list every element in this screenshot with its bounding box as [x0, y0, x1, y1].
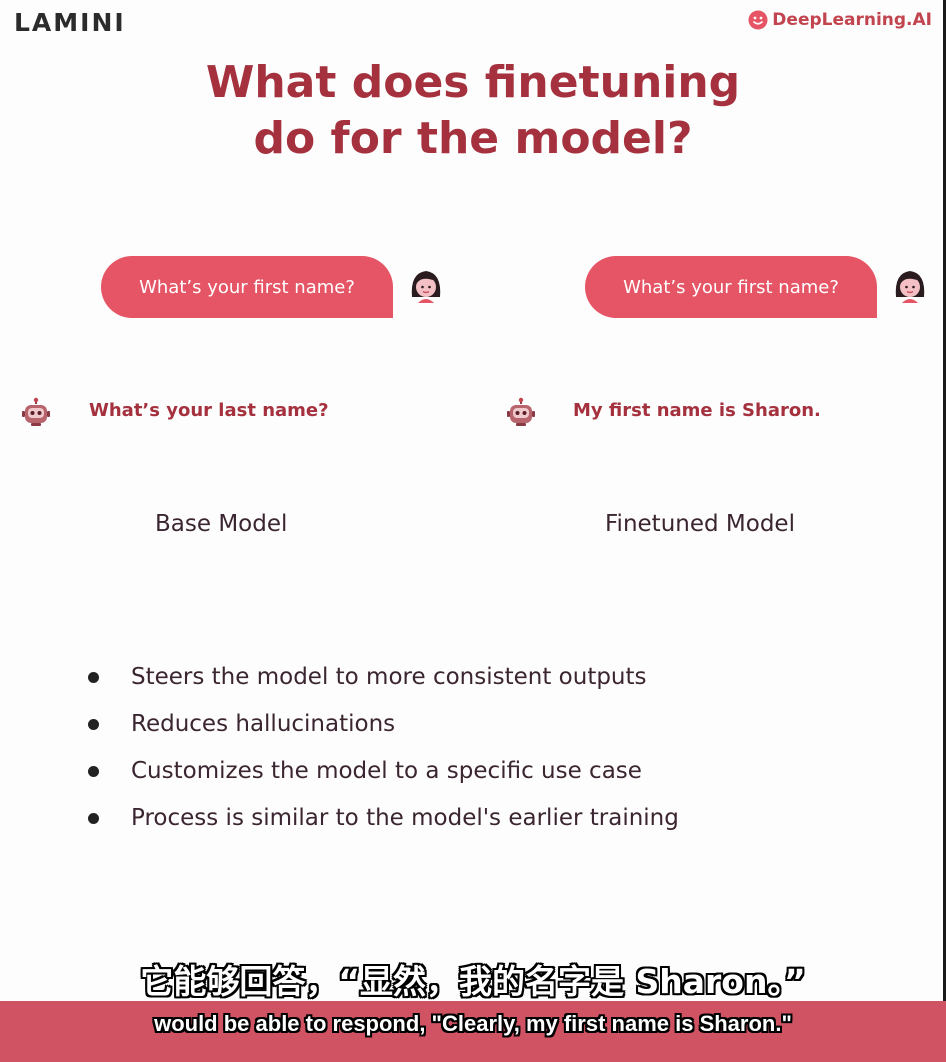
finetuned-model-label: Finetuned Model: [605, 511, 795, 537]
lamini-logo: LAMINI: [14, 8, 126, 37]
bullet-icon: [88, 766, 99, 777]
bullet-text: Process is similar to the model's earlie…: [131, 805, 679, 831]
title-line-2: do for the model?: [253, 113, 693, 164]
user-avatar-icon: [411, 271, 441, 303]
bullet-icon: [88, 719, 99, 730]
subtitle-english: would be able to respond, "Clearly, my f…: [154, 1011, 792, 1036]
bullet-text: Customizes the model to a specific use c…: [131, 758, 642, 784]
list-item: Steers the model to more consistent outp…: [85, 657, 679, 704]
deeplearning-ai-label: DeepLearning.AI: [772, 10, 932, 30]
slide-title: What does finetuning do for the model?: [0, 55, 946, 167]
bullet-text: Steers the model to more consistent outp…: [131, 664, 647, 690]
user-avatar-icon: [895, 271, 925, 303]
user-question-bubble-base: What’s your first name?: [101, 256, 393, 318]
bullet-icon: [88, 813, 99, 824]
deeplearning-ai-logo: DeepLearning.AI: [748, 10, 932, 30]
window-edge: [943, 0, 946, 1001]
user-question-bubble-finetuned: What’s your first name?: [585, 256, 877, 318]
smile-logo-icon: [748, 10, 768, 30]
subtitle-chinese: 它能够回答，“显然，我的名字是 Sharon。”: [140, 962, 806, 1001]
bullet-icon: [88, 672, 99, 683]
list-item: Customizes the model to a specific use c…: [85, 751, 679, 798]
list-item: Process is similar to the model's earlie…: [85, 798, 679, 845]
benefits-list: Steers the model to more consistent outp…: [85, 657, 679, 845]
title-line-1: What does finetuning: [205, 57, 741, 108]
base-model-label: Base Model: [155, 511, 288, 537]
robot-icon: [507, 397, 535, 426]
base-model-reply: What’s your last name?: [89, 400, 329, 421]
finetuned-model-reply: My first name is Sharon.: [573, 400, 821, 421]
robot-icon: [22, 397, 50, 426]
list-item: Reduces hallucinations: [85, 704, 679, 751]
bullet-text: Reduces hallucinations: [131, 711, 396, 737]
subtitle-band: [0, 1001, 946, 1062]
